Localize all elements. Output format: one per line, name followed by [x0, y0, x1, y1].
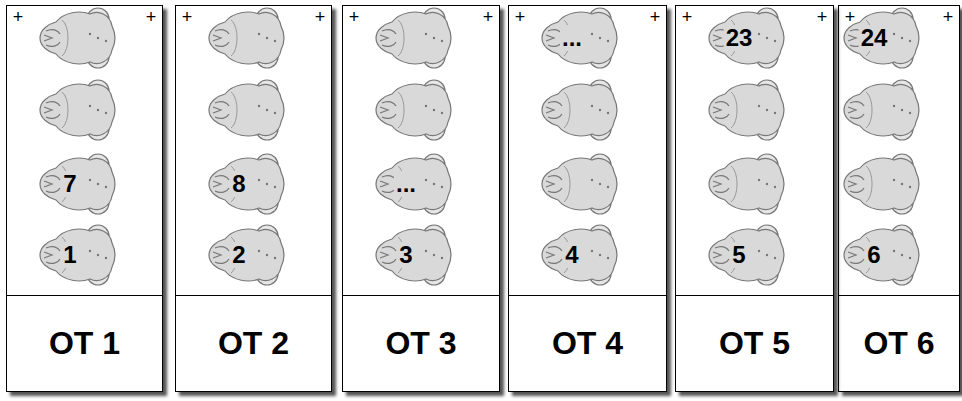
column-label: OT 5: [719, 325, 790, 362]
callout-number: 3: [397, 242, 414, 268]
rat-heads: [40, 8, 919, 285]
plus-sign: +: [182, 8, 193, 26]
plus-sign: +: [315, 8, 326, 26]
column-box: OT 3: [342, 5, 500, 392]
callout-number: 5: [730, 242, 747, 268]
callout-number: 6: [865, 242, 882, 268]
column-label: OT 1: [49, 325, 120, 362]
callout-number: 2: [230, 242, 247, 268]
label-cell: OT 4: [509, 295, 666, 391]
plus-sign: +: [845, 8, 856, 26]
plus-sign: +: [515, 8, 526, 26]
plus-sign: +: [650, 8, 661, 26]
callout-number: 1: [61, 242, 78, 268]
plus-sign: +: [146, 8, 157, 26]
column-label: OT 2: [218, 325, 289, 362]
column-box: OT 4: [508, 5, 667, 392]
column-label: OT 3: [385, 325, 456, 362]
callout-number: 7: [61, 171, 78, 197]
callout-number: 23: [724, 25, 755, 51]
plus-sign: +: [13, 8, 24, 26]
column-box: OT 5: [675, 5, 834, 392]
label-cell: OT 1: [7, 295, 162, 391]
label-cell: OT 3: [343, 295, 499, 391]
plus-sign: +: [817, 8, 828, 26]
column-label: OT 4: [552, 325, 623, 362]
plus-sign: +: [349, 8, 360, 26]
column-label: OT 6: [863, 325, 934, 362]
plus-sign: +: [943, 8, 954, 26]
callout-number: 24: [859, 25, 890, 51]
plus-sign: +: [483, 8, 494, 26]
callout-number: 4: [563, 242, 580, 268]
column-box: OT 6: [838, 5, 960, 392]
label-cell: OT 2: [176, 295, 331, 391]
column-box: OT 2: [175, 5, 332, 392]
label-cell: OT 5: [676, 295, 833, 391]
column-box: OT 1: [6, 5, 163, 392]
label-cell: OT 6: [839, 295, 959, 391]
callout-number: ...: [394, 171, 418, 197]
callout-number: 8: [230, 171, 247, 197]
callout-number: ...: [560, 25, 584, 51]
plus-sign: +: [682, 8, 693, 26]
